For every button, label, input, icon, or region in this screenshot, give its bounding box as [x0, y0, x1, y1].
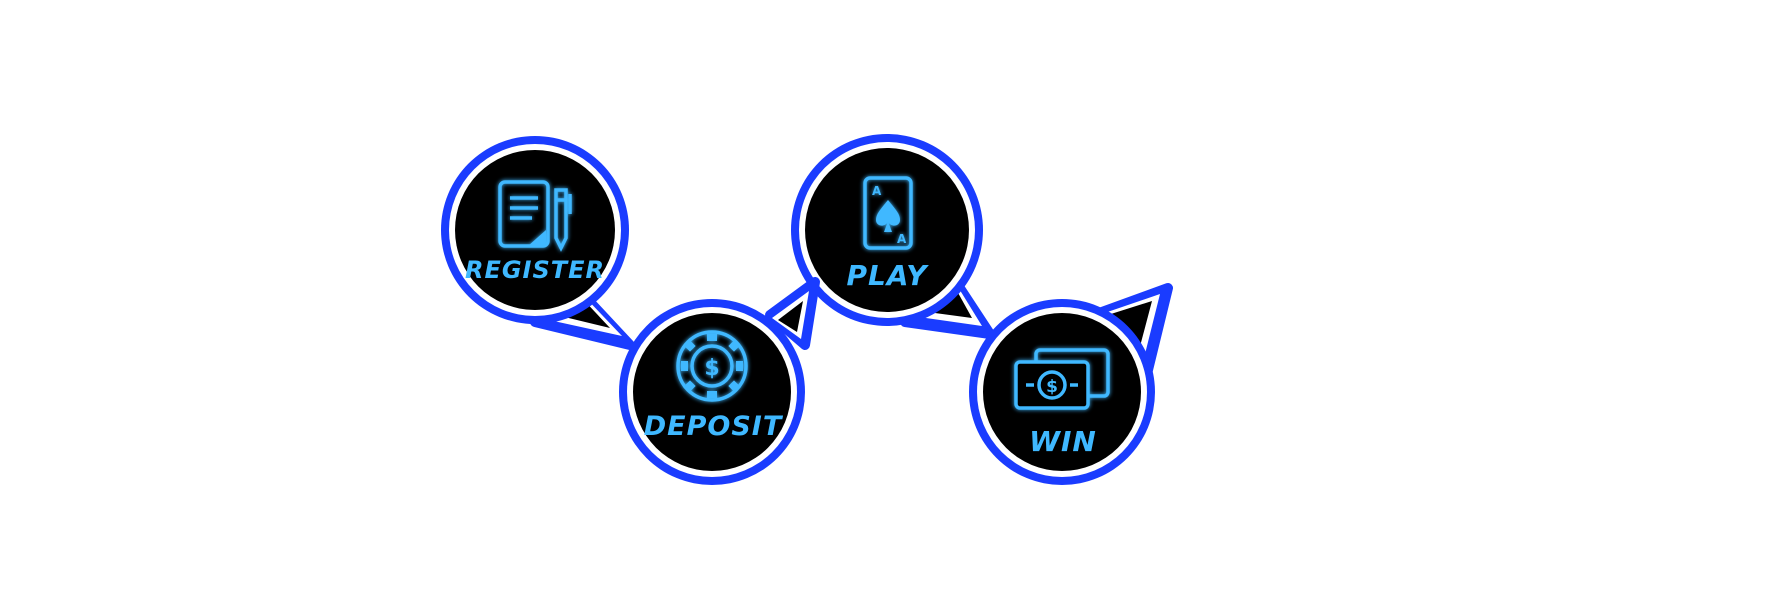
step-register[interactable]: REGISTER — [441, 136, 635, 350]
deposit-label: DEPOSIT — [644, 411, 784, 442]
svg-text:$: $ — [704, 356, 719, 381]
casino-chip-icon: $ — [676, 330, 748, 402]
svg-text:$: $ — [1046, 377, 1058, 397]
step-deposit[interactable]: $ DEPOSIT — [619, 277, 820, 485]
document-pen-icon — [498, 180, 572, 252]
money-bills-icon: $ — [1014, 348, 1110, 410]
card-rank-top: A — [872, 184, 882, 198]
register-label: REGISTER — [465, 256, 605, 284]
card-rank-bottom: A — [897, 232, 907, 246]
win-label: WIN — [1029, 425, 1097, 458]
step-win[interactable]: $ WIN — [969, 283, 1173, 485]
step-play[interactable]: A A PLAY — [791, 134, 995, 339]
play-label: PLAY — [846, 259, 929, 292]
playing-card-icon: A A — [863, 176, 913, 250]
